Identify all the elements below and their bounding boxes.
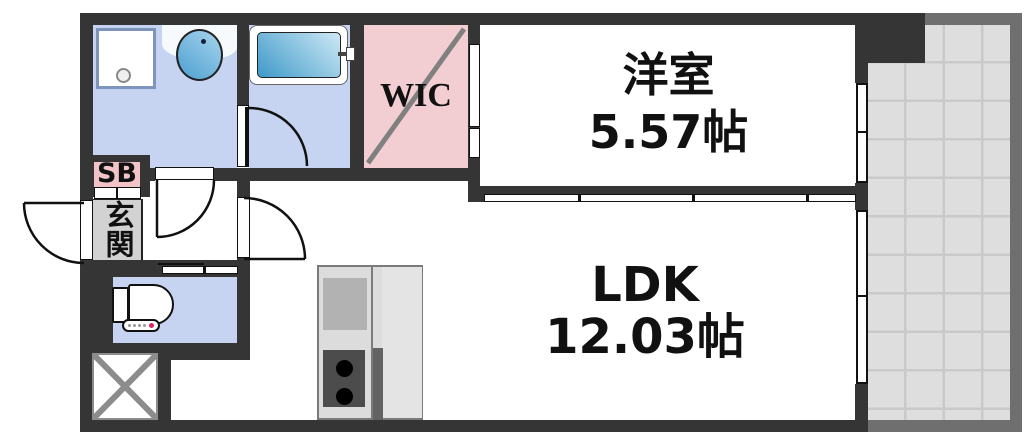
entrance-door-swing [22, 202, 85, 265]
toilet-stop-button [149, 323, 154, 328]
wall-segment [350, 25, 364, 181]
balcony-wall-bottom [868, 420, 1022, 432]
entrance-floor [93, 199, 143, 260]
window-sash-divider [856, 295, 868, 297]
tub-faucet [346, 47, 355, 61]
wall-segment [214, 168, 480, 181]
sliding-partition-divider [692, 194, 695, 202]
washroom-doorway [155, 167, 214, 180]
ldk-name: LDK [591, 257, 699, 313]
shoe-box [94, 162, 140, 187]
toilet-button [133, 324, 136, 327]
wic-diagonal-mark [365, 27, 467, 165]
toilet-button [143, 324, 146, 327]
shaft-x-mark [91, 352, 159, 421]
toilet-control-panel [122, 319, 160, 332]
ldk-door-swing [243, 196, 307, 260]
shoe-box-label: SB [96, 158, 138, 189]
entrance-doorway [80, 200, 93, 260]
wall-segment [237, 258, 250, 360]
toilet-button [128, 324, 131, 327]
stove-burner [336, 388, 353, 405]
wall-segment [855, 13, 925, 63]
washing-machine-pan [96, 28, 156, 89]
basin-faucet-dot [201, 39, 206, 44]
wall-segment [80, 277, 113, 343]
sliding-partition [484, 194, 856, 202]
bathroom-door-swing [248, 106, 309, 167]
ldk-window [856, 210, 868, 384]
bathtub [257, 32, 341, 78]
sliding-partition-divider [578, 194, 581, 202]
western-room-window [856, 83, 868, 183]
wic-door-panel [469, 44, 480, 127]
ldk-label: LDK 12.03帖 [430, 259, 860, 363]
washer-drain [116, 68, 131, 83]
wall-segment [80, 13, 868, 25]
kitchen-divider [371, 265, 373, 420]
tub-faucet-stem [338, 52, 348, 56]
kitchen-sink [323, 278, 367, 330]
kitchen-counter-right [382, 267, 422, 418]
stove-burner [336, 360, 353, 377]
shoe-cabinet-divider [116, 187, 118, 199]
sliding-partition-divider [806, 194, 809, 202]
wall-segment [80, 13, 93, 202]
western-room-area: 5.57帖 [588, 105, 749, 159]
wall-segment [80, 420, 868, 432]
window-sash-divider [856, 131, 868, 133]
wic-label: WIC [380, 77, 452, 114]
balcony-wall-right [1010, 13, 1022, 432]
wash-basin [176, 29, 223, 81]
wic-door-panel [469, 128, 480, 158]
wall-segment [237, 25, 249, 107]
washroom-door-swing [156, 179, 216, 239]
wall-segment [237, 181, 250, 197]
ldk-area: 12.03帖 [545, 309, 745, 365]
entrance-label: 玄関 [101, 200, 135, 258]
kitchen-counter-edge [373, 348, 383, 420]
toilet-button [138, 324, 141, 327]
ldk-doorway [237, 197, 250, 258]
toilet-sliding-door-divider [203, 266, 206, 274]
wall-segment [158, 350, 171, 432]
wall-segment [855, 384, 868, 432]
toilet-sliding-door-rail [158, 263, 204, 265]
wall-segment [855, 63, 868, 83]
toilet-sliding-door [162, 266, 238, 274]
balcony-tiles [868, 25, 1010, 420]
balcony-wall-top [925, 13, 1022, 25]
western-room-label: 洋室 5.57帖 [480, 47, 857, 161]
western-room-name: 洋室 [622, 48, 715, 102]
